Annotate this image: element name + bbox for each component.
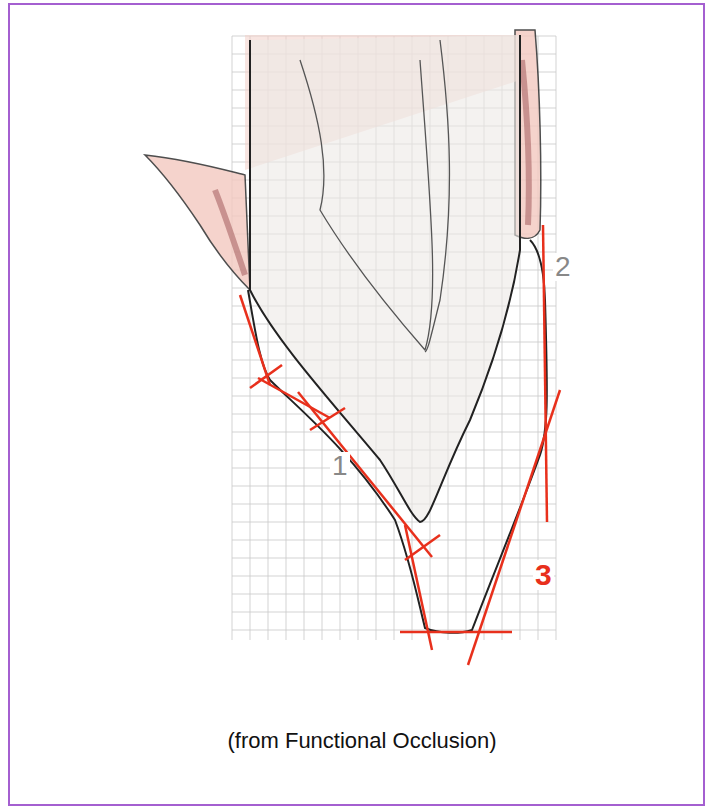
callout-number: 3 (533, 560, 554, 590)
tick-marks (250, 365, 440, 560)
lip-muscle (215, 190, 245, 275)
pulp-outline (300, 60, 433, 350)
frame (9, 4, 704, 805)
tooth-profile (248, 240, 547, 633)
caption: (from Functional Occlusion) (228, 730, 497, 752)
dentin-line (425, 40, 449, 352)
profile-lines (240, 225, 560, 665)
lower-lip (145, 155, 250, 290)
callout-number: 1 (330, 452, 350, 480)
incisor-crown (250, 35, 520, 522)
callout-number: 2 (553, 253, 573, 281)
lip-muscle (522, 60, 529, 225)
